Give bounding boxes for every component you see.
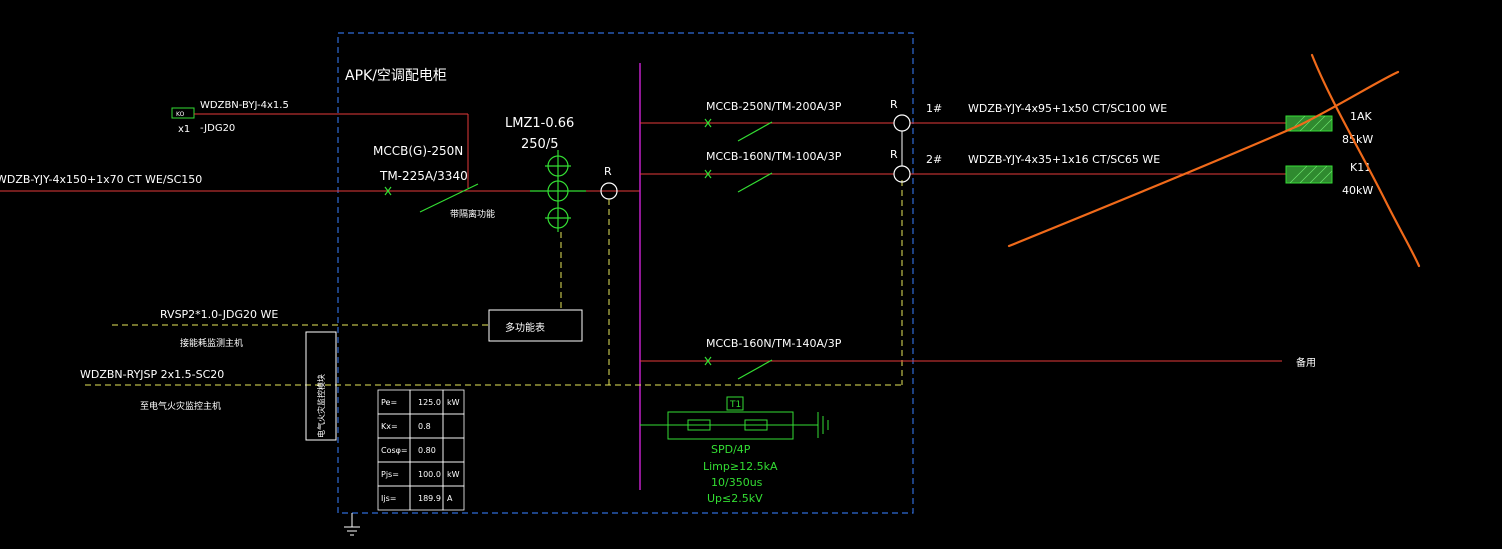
signal-1-cable: RVSP2*1.0-JDG20 WE xyxy=(160,308,278,321)
feeder-1-cable: WDZB-YJY-4x95+1x50 CT/SC100 WE xyxy=(968,102,1167,115)
outgoing-feeders: MCCB-250N/TM-200A/3P 1# WDZB-YJY-4x95+1x50… xyxy=(640,100,1373,380)
ct-ratio: 250/5 xyxy=(521,137,558,152)
load-table-unit: A xyxy=(447,494,453,503)
spd-line3: 10/350us xyxy=(711,476,763,489)
aux-cable-line1: WDZBN-BYJ-4x1.5 xyxy=(200,100,289,111)
feeder-3-breaker: MCCB-160N/TM-140A/3P xyxy=(706,337,842,350)
ct-coils-icon xyxy=(530,150,586,232)
feeder-2-load-power: 40kW xyxy=(1342,184,1373,197)
signal-1-dest: 接能耗监测主机 xyxy=(180,337,243,349)
load-table-value: 0.8 xyxy=(418,422,431,431)
feeder-2-breaker: MCCB-160N/TM-100A/3P xyxy=(706,150,842,163)
feeder-1-breaker-icon xyxy=(704,118,773,142)
spd-line4: Up≤2.5kV xyxy=(707,492,763,505)
feeder-1-load-name: 1AK xyxy=(1350,110,1373,123)
out2-r-label: R xyxy=(890,148,898,161)
out1-r-label: R xyxy=(890,98,898,111)
load-table-unit: kW xyxy=(447,398,460,407)
load-table-key: Kx= xyxy=(381,422,398,431)
feeder-3-breaker-icon xyxy=(704,356,773,380)
load-table-unit: kW xyxy=(447,470,460,479)
load-table-value: 100.0 xyxy=(418,470,441,479)
load-table-key: Pjs= xyxy=(381,470,399,479)
aux-cable-line2: -JDG20 xyxy=(200,123,235,134)
feeder-spare-label: 备用 xyxy=(1296,356,1316,369)
spd-line2: Limp≥12.5kA xyxy=(703,460,778,473)
fire-monitor-box xyxy=(305,331,337,441)
aux-box-label: KO xyxy=(176,111,185,118)
load-table-value: 0.80 xyxy=(418,446,436,455)
aux-box-icon xyxy=(171,107,195,119)
load-table-key: Pe= xyxy=(381,398,397,407)
fire-monitor-label: 电气火灾监控模块 xyxy=(316,374,326,438)
spd-tag-box xyxy=(726,396,744,411)
incoming-breaker-icon xyxy=(384,183,479,213)
load-2-box xyxy=(1285,165,1333,184)
signal-2-cable: WDZBN-RYJSP 2x1.5-SC20 xyxy=(80,368,224,381)
load-table-value: 189.9 xyxy=(418,494,441,503)
spd-line1: SPD/4P xyxy=(711,443,751,456)
main-r-label: R xyxy=(604,165,612,178)
load-table-value: 125.0 xyxy=(418,398,441,407)
feeder-1-no: 1# xyxy=(926,102,942,115)
panel-title: APK/空调配电柜 xyxy=(345,68,447,84)
load-table-key: Cosφ= xyxy=(381,446,408,455)
incoming-cable: WDZB-YJY-4x150+1x70 CT WE/SC150 xyxy=(0,173,202,186)
incoming-breaker-note: 带隔离功能 xyxy=(450,208,495,220)
meter-label: 多功能表 xyxy=(505,321,545,334)
ct-model: LMZ1-0.66 xyxy=(505,116,574,131)
feeder-1-breaker: MCCB-250N/TM-200A/3P xyxy=(706,100,842,113)
feeder-1-load-power: 85kW xyxy=(1342,133,1373,146)
panel-frame xyxy=(337,32,914,514)
load-table-key: Ijs= xyxy=(381,494,396,503)
out1-r-node xyxy=(893,114,911,132)
feeder-2-breaker-icon xyxy=(704,169,773,193)
panel-ground-icon xyxy=(344,513,360,536)
meter-box xyxy=(488,309,583,342)
spd-tag: T1 xyxy=(729,400,741,410)
feeder-2-no: 2# xyxy=(926,153,942,166)
incoming-breaker-trip: TM-225A/3340 xyxy=(379,169,468,183)
markup-cross-icon xyxy=(1007,53,1421,268)
spd-assembly xyxy=(640,396,829,440)
aux-box-count: x1 xyxy=(178,124,190,135)
feeder-2-cable: WDZB-YJY-4x35+1x16 CT/SC65 WE xyxy=(968,153,1160,166)
signal-2-dest: 至电气火灾监控主机 xyxy=(140,400,221,412)
load-table-cell xyxy=(442,485,465,511)
incoming-breaker-model: MCCB(G)-250N xyxy=(373,144,463,158)
out2-r-node xyxy=(893,165,911,183)
